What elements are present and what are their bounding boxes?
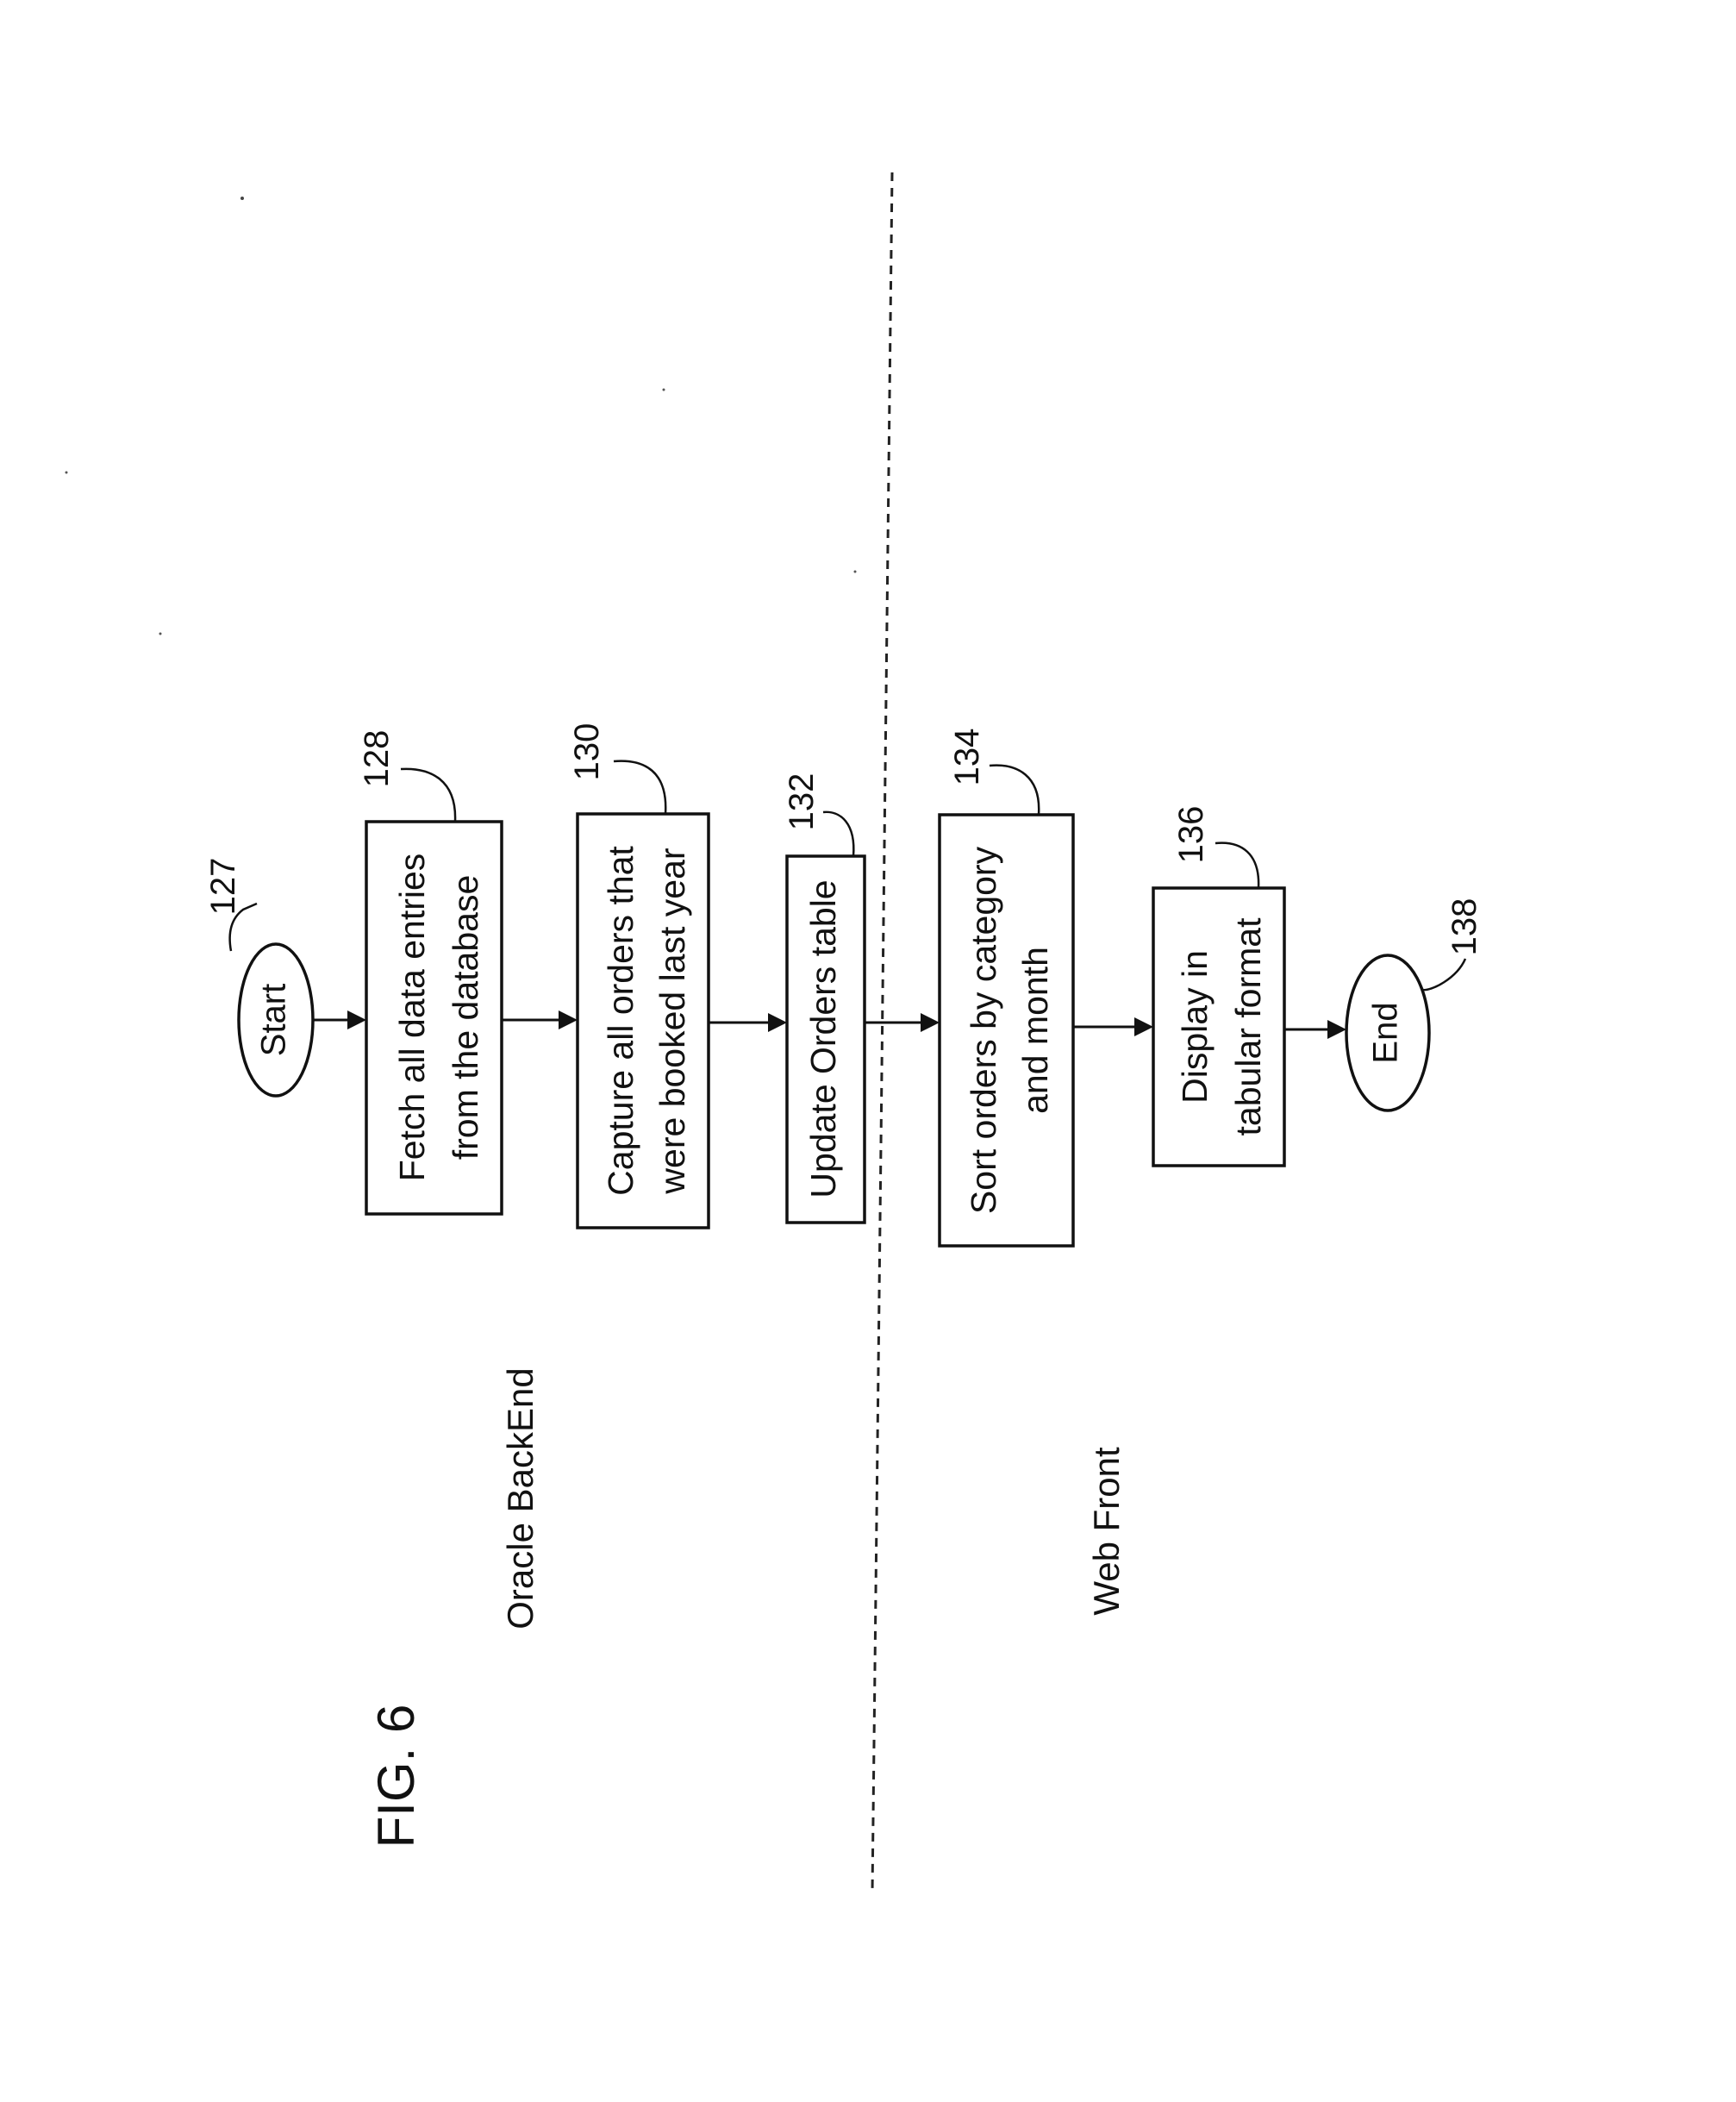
sort-line-1: Sort orders by category — [964, 846, 1003, 1214]
start-terminator: Start — [237, 942, 315, 1098]
fetch-line-2: from the database — [446, 875, 485, 1160]
update-line-1: Update Orders table — [803, 879, 843, 1198]
ref-134: 134 — [948, 729, 986, 786]
end-label: End — [1367, 1002, 1405, 1063]
process-box-fetch: Fetch all data entries from the database — [365, 820, 503, 1216]
ref-leader-138 — [1421, 958, 1467, 992]
ref-leader-132 — [822, 810, 855, 857]
swimlane-divider — [871, 172, 894, 1893]
ref-leader-136 — [1215, 841, 1260, 889]
ref-130: 130 — [568, 723, 606, 781]
lane-label-backend: Oracle BackEnd — [500, 1367, 540, 1629]
ref-leader-128 — [400, 767, 457, 823]
sort-line-2: and month — [1015, 947, 1055, 1114]
ref-138: 138 — [1446, 898, 1483, 956]
capture-line-1: Capture all orders that — [601, 846, 640, 1196]
process-box-update: Update Orders table — [785, 854, 866, 1224]
lane-label-frontend: Web Front — [1086, 1447, 1127, 1616]
ref-127: 127 — [204, 858, 242, 916]
ref-leader-127 — [228, 902, 258, 952]
process-box-display: Display in tabular format — [1152, 886, 1286, 1167]
display-line-2: tabular format — [1228, 917, 1268, 1136]
start-label: Start — [255, 984, 293, 1056]
ref-128: 128 — [358, 730, 396, 788]
arrowhead-end — [1327, 1020, 1346, 1039]
capture-line-2: were booked last year — [653, 848, 692, 1194]
process-box-sort: Sort orders by category and month — [938, 813, 1075, 1248]
arrowhead-capture — [559, 1010, 578, 1029]
display-line-1: Display in — [1175, 950, 1215, 1104]
arrowhead-sort — [921, 1013, 940, 1032]
arrowhead-fetch — [347, 1010, 366, 1029]
process-box-capture: Capture all orders that were booked last… — [576, 812, 710, 1229]
figure-label: FIG. 6 — [367, 1705, 425, 1849]
ref-leader-130 — [613, 760, 667, 815]
fetch-line-1: Fetch all data entries — [392, 854, 432, 1182]
ref-132: 132 — [783, 773, 821, 831]
connectors — [312, 1010, 1346, 1039]
arrowhead-update — [768, 1013, 787, 1032]
scan-specks — [65, 197, 857, 635]
ref-leader-134 — [989, 764, 1040, 816]
end-terminator: End — [1345, 954, 1431, 1112]
ref-136: 136 — [1172, 806, 1210, 864]
arrowhead-display — [1134, 1017, 1153, 1036]
